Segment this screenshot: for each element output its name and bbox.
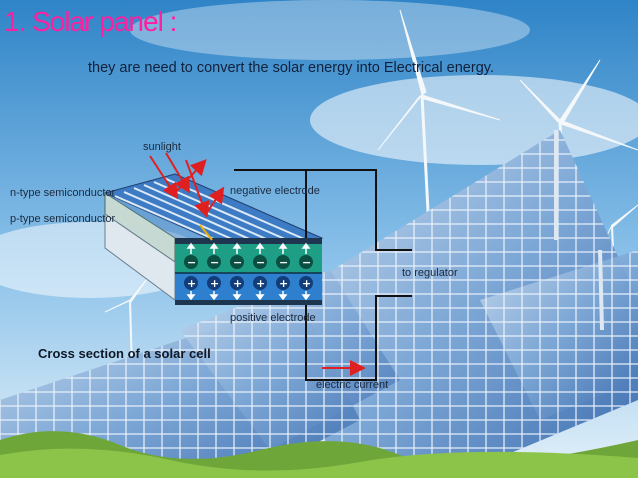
grass bbox=[0, 448, 638, 478]
charge-positive: + bbox=[276, 276, 290, 290]
charge-negative: − bbox=[253, 255, 267, 269]
label-positive-electrode: positive electrode bbox=[230, 312, 316, 324]
electron-charges: − − − − − − bbox=[184, 242, 313, 269]
diagram-caption: Cross section of a solar cell bbox=[38, 346, 211, 361]
cloud bbox=[130, 0, 530, 60]
label-to-regulator: to regulator bbox=[402, 267, 458, 279]
charge-negative: − bbox=[184, 255, 198, 269]
svg-text:+: + bbox=[302, 277, 311, 290]
charge-positive: + bbox=[184, 276, 198, 290]
charge-negative: − bbox=[207, 255, 221, 269]
label-sunlight: sunlight bbox=[143, 141, 181, 153]
svg-text:−: − bbox=[279, 256, 288, 269]
charge-negative: − bbox=[230, 255, 244, 269]
sunlight-ray-arrows bbox=[149, 152, 225, 241]
electron-arrows bbox=[186, 242, 311, 254]
charge-positive: + bbox=[207, 276, 221, 290]
cross-section-face bbox=[175, 238, 322, 305]
svg-text:−: − bbox=[210, 256, 219, 269]
svg-text:+: + bbox=[210, 277, 219, 290]
charge-negative: − bbox=[276, 255, 290, 269]
svg-text:−: − bbox=[233, 256, 242, 269]
svg-text:+: + bbox=[233, 277, 242, 290]
label-negative-electrode: negative electrode bbox=[230, 185, 320, 197]
label-electric-current: electric current bbox=[316, 379, 388, 391]
charge-positive: + bbox=[230, 276, 244, 290]
wind-turbine-icon bbox=[377, 9, 501, 251]
label-n-type-semiconductor: n-type semiconductor bbox=[10, 187, 115, 199]
slide-subtitle: they are need to convert the solar energ… bbox=[88, 60, 494, 76]
svg-text:−: − bbox=[187, 256, 196, 269]
svg-text:+: + bbox=[279, 277, 288, 290]
p-type-layer bbox=[175, 273, 322, 300]
charge-positive: + bbox=[299, 276, 313, 290]
svg-text:+: + bbox=[187, 277, 196, 290]
charge-positive: + bbox=[253, 276, 267, 290]
svg-text:−: − bbox=[256, 256, 265, 269]
svg-text:+: + bbox=[256, 277, 265, 290]
solar-panel-field bbox=[0, 130, 638, 478]
hole-charges: + + + + + + bbox=[184, 276, 313, 301]
slide-title: 1. Solar panel : bbox=[4, 6, 177, 37]
wind-turbine-icon bbox=[519, 59, 638, 271]
circuit-wires bbox=[234, 169, 412, 381]
n-type-layer bbox=[175, 244, 322, 273]
charge-negative: − bbox=[299, 255, 313, 269]
svg-text:−: − bbox=[302, 256, 311, 269]
label-p-type-semiconductor: p-type semiconductor bbox=[10, 213, 115, 225]
wind-turbine-icon bbox=[104, 274, 151, 371]
